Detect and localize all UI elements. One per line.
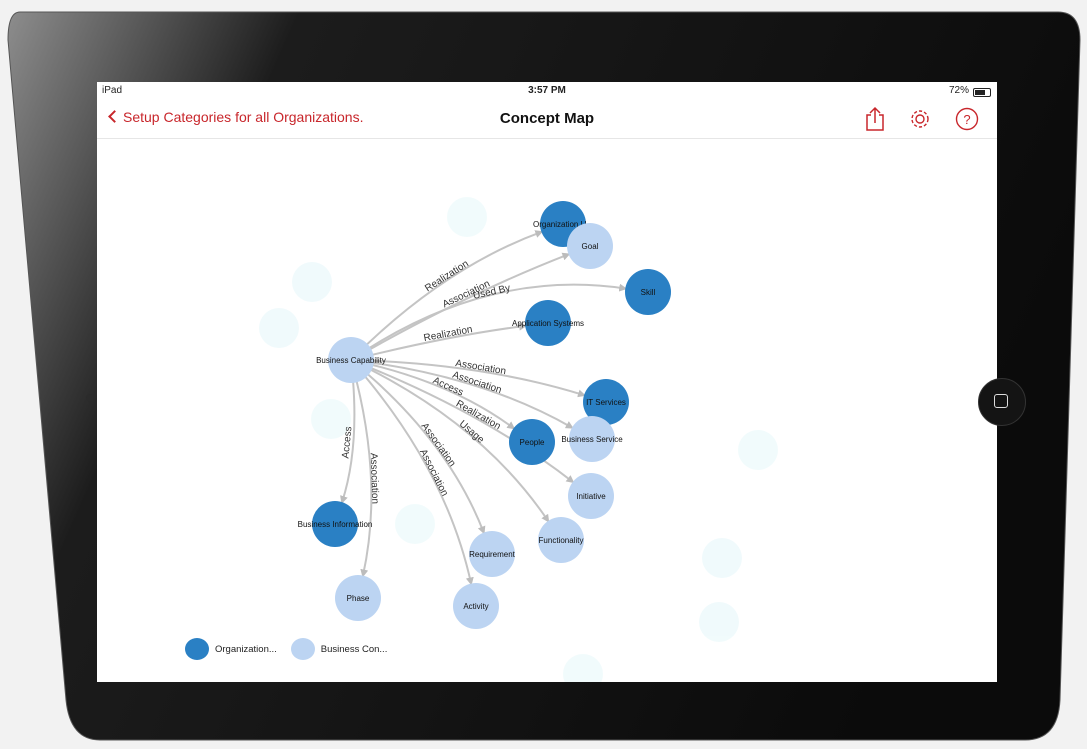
node-circle	[469, 531, 515, 577]
node-goal[interactable]: Goal	[567, 223, 613, 269]
node-circle	[453, 583, 499, 629]
edge-org	[350, 230, 544, 361]
node-circle	[509, 419, 555, 465]
concept-map[interactable]: Used ByRealizationAssociationRealization…	[97, 82, 997, 682]
legend-item-business-concept: Business Con...	[290, 638, 388, 660]
edge-goal	[350, 252, 571, 361]
share-icon[interactable]	[862, 106, 888, 132]
status-battery: 72%	[948, 85, 969, 96]
node-label: Activity	[463, 602, 488, 611]
battery-icon	[973, 88, 991, 97]
node-phase[interactable]: Phase	[335, 575, 381, 621]
legend-swatch	[290, 638, 315, 660]
background-node	[292, 262, 332, 302]
edge-req	[350, 359, 486, 535]
node-circle	[328, 337, 374, 383]
node-label: Functionality	[539, 536, 584, 545]
background-node	[395, 504, 435, 544]
node-label: Requirement	[469, 550, 516, 559]
edge-its	[350, 359, 586, 398]
node-label: Business Capability	[316, 356, 386, 365]
edge-init	[350, 359, 575, 484]
node-label: Skill	[641, 288, 656, 297]
background-node	[259, 308, 299, 348]
page-title: Concept Map	[499, 110, 595, 127]
node-its[interactable]: IT Services	[583, 379, 629, 425]
node-circle	[538, 517, 584, 563]
node-label: Goal	[582, 242, 599, 251]
node-circle	[583, 379, 629, 425]
node-label: Phase	[347, 594, 370, 603]
edge-act	[350, 359, 474, 586]
background-node	[699, 602, 739, 642]
svg-text:?: ?	[963, 112, 970, 127]
edge-label: Access	[340, 426, 354, 459]
legend-swatch	[185, 638, 209, 660]
background-node	[447, 197, 487, 237]
node-label: Organization U...	[533, 220, 593, 229]
node-bsvc[interactable]: Business Service	[561, 416, 623, 462]
edge-people	[350, 359, 516, 430]
node-skill[interactable]: Skill	[625, 269, 671, 315]
edge-apps	[350, 322, 528, 361]
node-circle	[335, 575, 381, 621]
node-bcap[interactable]: Business Capability	[316, 337, 386, 383]
node-func[interactable]: Functionality	[538, 517, 584, 563]
node-circle	[568, 473, 614, 519]
node-label: Application Systems	[512, 319, 584, 328]
status-carrier: iPad	[102, 85, 123, 96]
app-screen: iPad 3:57 PM 72% Setup Categories for al…	[97, 82, 997, 682]
background-node	[563, 654, 603, 682]
node-circle	[525, 300, 571, 346]
status-time: 3:57 PM	[528, 85, 566, 96]
node-init[interactable]: Initiative	[568, 473, 614, 519]
legend-label: Business Con...	[320, 643, 388, 655]
edge-phase	[350, 359, 373, 578]
node-act[interactable]: Activity	[453, 583, 499, 629]
node-people[interactable]: People	[509, 419, 555, 465]
node-circle	[569, 416, 615, 462]
node-circle	[312, 501, 358, 547]
edge-func	[350, 359, 550, 523]
node-label: Business Service	[561, 435, 623, 444]
node-circle	[625, 269, 671, 315]
legend-item-organization: Organization...	[185, 638, 277, 660]
edge-skill	[350, 283, 628, 361]
question-icon[interactable]: ?	[954, 106, 980, 132]
navbar-divider	[97, 138, 997, 139]
node-binfo[interactable]: Business Information	[298, 501, 373, 547]
node-label: IT Services	[586, 398, 626, 407]
node-req[interactable]: Requirement	[469, 531, 516, 577]
edge-label: Association	[368, 453, 381, 504]
node-circle	[567, 223, 613, 269]
background-node	[738, 430, 778, 470]
node-label: People	[520, 438, 545, 447]
background-node	[702, 538, 742, 578]
home-button[interactable]	[978, 378, 1026, 426]
edge-bsvc	[350, 359, 574, 429]
background-node	[311, 399, 351, 439]
gear-icon[interactable]	[907, 106, 933, 132]
node-apps[interactable]: Application Systems	[512, 300, 584, 346]
node-label: Business Information	[298, 520, 373, 529]
node-label: Initiative	[576, 492, 606, 501]
legend-label: Organization...	[215, 643, 277, 655]
edge-label: Realization	[423, 324, 474, 344]
back-button-label: Setup Categories for all Organizations.	[123, 109, 364, 125]
back-button[interactable]: Setup Categories for all Organizations.	[107, 109, 363, 125]
legend: Organization... Business Con...	[185, 637, 401, 661]
